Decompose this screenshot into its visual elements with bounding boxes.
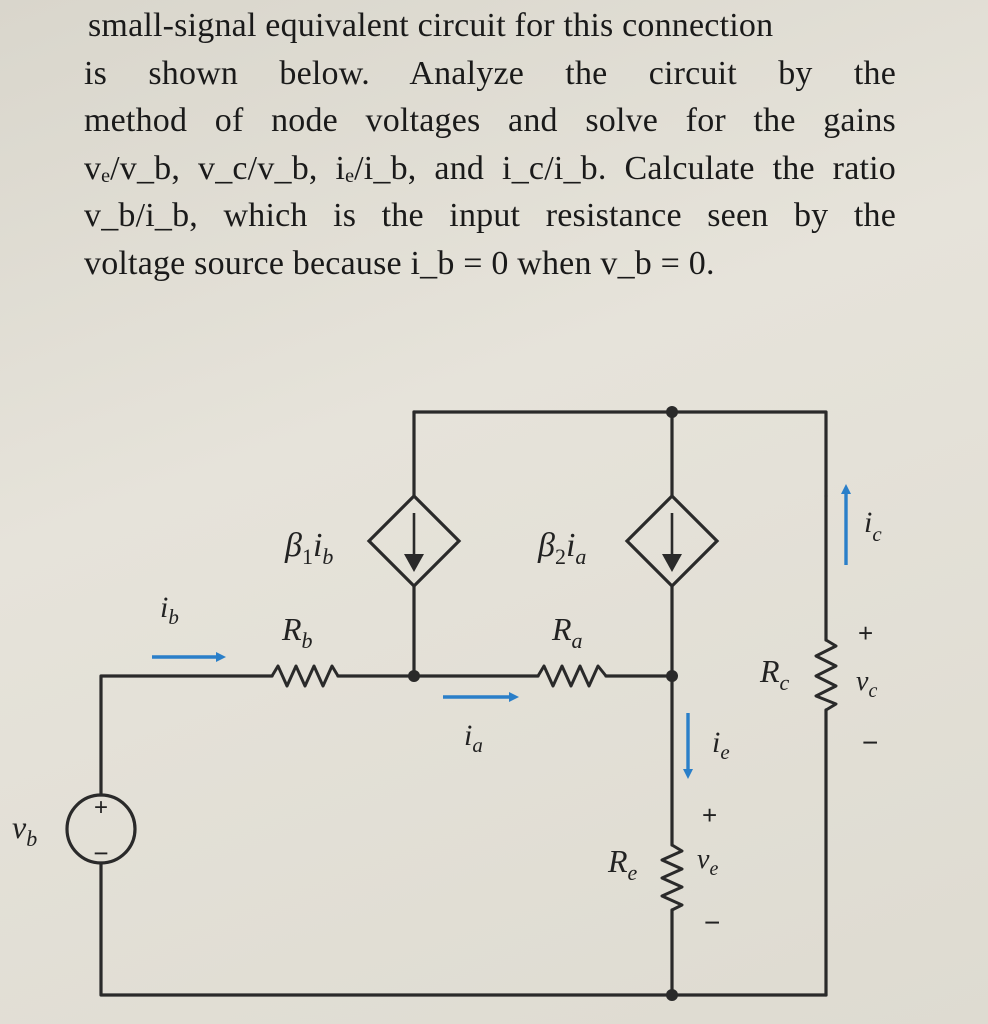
ib-label: ib [160,591,179,629]
circuit-labels: vb ib Rb β1ib ia Ra β2ia ie Re + ve − Rc… [12,506,882,938]
ie-label: ie [712,726,730,764]
wires [99,410,828,997]
problem-line: is shown below. Analyze the circuit by t… [84,54,896,92]
problem-line: v_b/i_b, which is the input resistance s… [84,197,896,234]
ve-minus-sign: − [704,907,720,938]
ic-label: ic [864,506,882,546]
source-plus-sign: + [94,794,108,821]
junction-dot [408,670,420,682]
vc-minus-sign: − [862,727,878,758]
junction-dot [666,989,678,1001]
ra-label: Ra [551,611,583,653]
rc-label: Rc [759,653,790,695]
junction-dot [666,406,678,418]
problem-statement: small-signal equivalent circuit for this… [84,2,904,287]
ia-label: ia [464,719,483,757]
junction-dots [408,406,678,1001]
problem-line: vₑ/v_b, v_c/v_b, iₑ/i_b, and i_c/i_b. Ca… [84,149,896,187]
arrow-down-icon [404,554,424,572]
rb-label: Rb [281,611,313,653]
wire-top [412,410,828,498]
resistor-rb [270,664,340,688]
vc-label: vc [856,666,877,702]
dep1-label: β1ib [284,527,333,569]
problem-line: small-signal equivalent circuit for this… [88,7,774,44]
voltage-source: + − [65,793,137,868]
ve-plus-sign: + [702,800,717,830]
wire-bottom [99,861,828,997]
ve-label: ve [697,844,718,880]
vc-plus-sign: + [858,618,873,648]
resistor-re [660,843,684,912]
junction-dot [666,670,678,682]
dependent-source-2 [624,493,720,589]
re-label: Re [607,843,638,885]
dep2-label: β2ia [537,527,586,569]
vb-label: vb [12,809,37,851]
resistor-rc [814,638,838,712]
resistor-ra [536,664,608,688]
wire-left-top [99,674,274,797]
problem-line: method of node voltages and solve for th… [84,102,896,139]
source-minus-sign: − [93,838,108,868]
arrow-down-icon [662,554,682,572]
dependent-source-1 [366,493,462,589]
problem-line: voltage source because i_b = 0 when v_b … [84,244,715,282]
